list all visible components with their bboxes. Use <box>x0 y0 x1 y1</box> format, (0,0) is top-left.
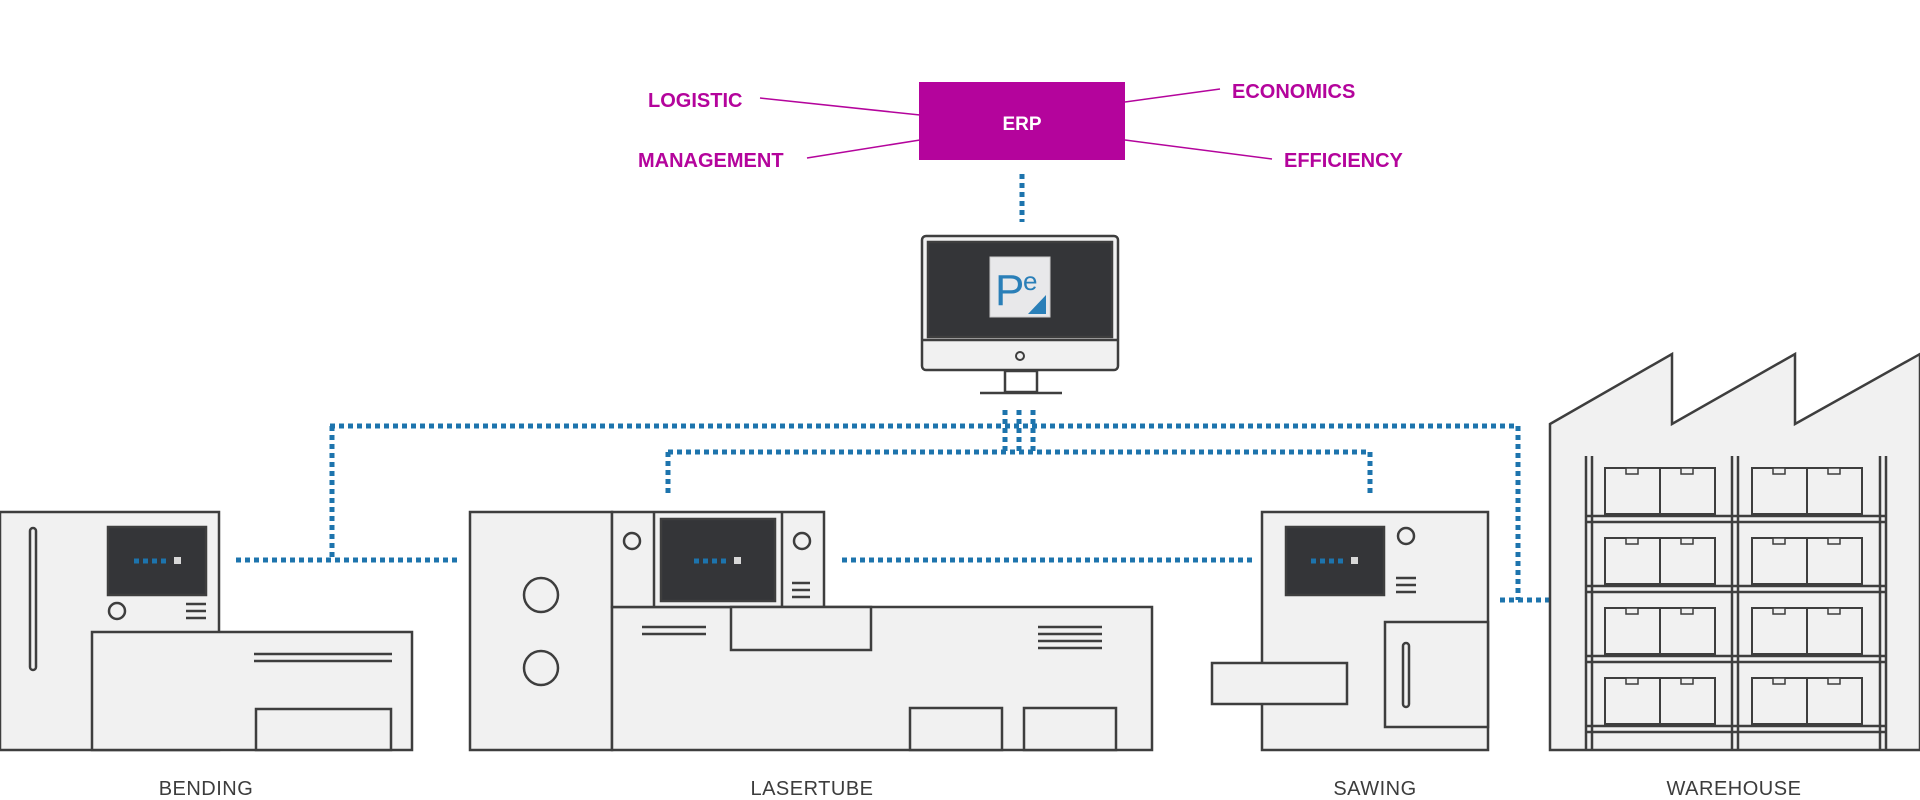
warehouse-box <box>1806 537 1863 585</box>
warehouse-box <box>1659 677 1716 725</box>
station-label-bending: BENDING <box>159 778 254 800</box>
lasertube-outlet-2 <box>1022 706 1118 752</box>
lasertube-cabinet <box>468 510 614 752</box>
warehouse-box-label <box>1827 677 1841 685</box>
sawing-knob <box>1396 526 1416 546</box>
lasertube-vent-icon <box>792 581 810 599</box>
warehouse-box-label <box>1827 467 1841 475</box>
bending-handle <box>28 526 38 672</box>
warehouse-rack <box>1584 456 1888 750</box>
station-label-warehouse: WAREHOUSE <box>1667 778 1802 800</box>
warehouse-box <box>1604 677 1661 725</box>
warehouse-box-label <box>1772 677 1786 685</box>
svg-text:P: P <box>995 266 1024 315</box>
warehouse-box <box>1806 467 1863 515</box>
lasertube-loading-bay <box>729 605 873 652</box>
warehouse-box <box>1659 607 1716 655</box>
svg-text:e: e <box>1023 266 1037 296</box>
warehouse-box-label <box>1772 467 1786 475</box>
connector-logistic <box>759 97 921 116</box>
monitor-power-button <box>1015 351 1025 361</box>
warehouse-box-label <box>1680 467 1694 475</box>
label-management: MANAGEMENT <box>638 150 784 172</box>
lasertube-round-port-1 <box>522 576 560 614</box>
warehouse-box-label <box>1625 607 1639 615</box>
erp-label: ERP <box>1002 114 1041 135</box>
sawing-door-handle <box>1401 641 1411 709</box>
station-label-sawing: SAWING <box>1333 778 1416 800</box>
computer: P e <box>920 234 1120 395</box>
lasertube-screen-indicator <box>734 557 741 564</box>
warehouse-box-label <box>1827 607 1841 615</box>
warehouse-box <box>1751 537 1808 585</box>
erp-box <box>919 82 1125 160</box>
lasertube-grille-icon <box>1038 625 1102 650</box>
erp-group: ERP LOGISTIC MANAGEMENT ECONOMICS EFFICI… <box>638 81 1404 172</box>
monitor-stand <box>1003 369 1039 394</box>
warehouse-boxes <box>1604 467 1863 725</box>
network-lines <box>236 174 1580 726</box>
station-label-lasertube: LASERTUBE <box>750 778 873 800</box>
connector-economics <box>1124 88 1221 103</box>
sawing-machine <box>1210 510 1490 752</box>
warehouse-box <box>1604 467 1661 515</box>
label-efficiency: EFFICIENCY <box>1284 150 1404 172</box>
label-economics: ECONOMICS <box>1232 81 1355 103</box>
sawing-door <box>1383 620 1490 729</box>
sawing-screen <box>1284 525 1386 597</box>
warehouse-box <box>1659 537 1716 585</box>
warehouse-box-label <box>1625 467 1639 475</box>
bending-vent-icon <box>186 602 206 620</box>
lasertube-outlet-1 <box>908 706 1004 752</box>
warehouse-box-label <box>1772 537 1786 545</box>
warehouse-box <box>1604 607 1661 655</box>
bending-screen-indicator <box>174 557 181 564</box>
lasertube-machine <box>468 510 1154 752</box>
warehouse-box <box>1751 607 1808 655</box>
sawing-screen-indicator <box>1351 557 1358 564</box>
warehouse-box-label <box>1772 607 1786 615</box>
bending-press-tray <box>254 707 393 752</box>
bending-knob <box>107 601 127 621</box>
label-logistic: LOGISTIC <box>648 90 742 112</box>
sawing-vent-icon <box>1396 576 1416 594</box>
warehouse-box-label <box>1827 537 1841 545</box>
pe-logo-icon: P e <box>989 256 1051 318</box>
connector-efficiency <box>1124 139 1273 160</box>
warehouse <box>1548 351 1920 752</box>
warehouse-box-label <box>1680 607 1694 615</box>
warehouse-box <box>1806 607 1863 655</box>
warehouse-box <box>1751 467 1808 515</box>
bending-machine <box>0 510 414 752</box>
lasertube-round-port-2 <box>522 649 560 687</box>
lasertube-screen <box>659 517 777 603</box>
warehouse-box <box>1751 677 1808 725</box>
connector-management <box>806 139 921 159</box>
warehouse-box-label <box>1625 537 1639 545</box>
warehouse-box-label <box>1625 677 1639 685</box>
warehouse-box <box>1604 537 1661 585</box>
warehouse-box-label <box>1680 537 1694 545</box>
lasertube-knob-right <box>792 531 812 551</box>
warehouse-box <box>1806 677 1863 725</box>
lasertube-knob-left <box>622 531 642 551</box>
sawing-feed-table <box>1210 661 1349 706</box>
bending-screen <box>106 525 208 597</box>
warehouse-box <box>1659 467 1716 515</box>
warehouse-box-label <box>1680 677 1694 685</box>
